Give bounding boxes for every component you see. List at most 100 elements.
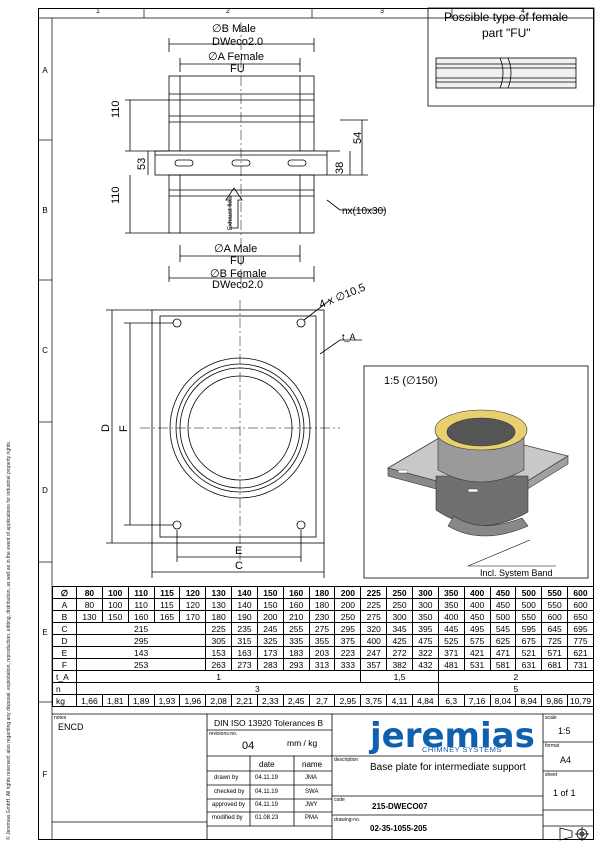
table-cell: 9,86 (541, 694, 569, 707)
table-cell: 6,3 (437, 694, 465, 707)
row-label: D (52, 634, 77, 647)
table-header-cell: 225 (360, 586, 388, 599)
row-letter-c: C (42, 346, 48, 355)
checked-name: SWA (305, 789, 319, 795)
table-cell: 140 (231, 598, 258, 611)
table-cell: 120 (179, 598, 207, 611)
dim-54: 54 (352, 131, 364, 144)
table-cell: 645 (541, 622, 569, 635)
e-dim-label: E (235, 545, 243, 557)
table-cell: 775 (567, 634, 594, 647)
table-cell: 1,66 (76, 694, 103, 707)
approved-date: 04.11.19 (255, 802, 278, 808)
table-cell: 725 (541, 634, 569, 647)
table-cell: 153 (205, 646, 233, 659)
row-label: C (52, 622, 77, 635)
row-label: t_A (52, 670, 77, 683)
description-value: Base plate for intermediate support (370, 762, 526, 773)
dim-110-top: 110 (110, 100, 122, 118)
code-label: code (334, 797, 345, 803)
table-header-cell: 300 (411, 586, 439, 599)
dim-53: 53 (136, 157, 148, 170)
f-dim-label: F (118, 425, 130, 432)
table-cell: 8,94 (515, 694, 543, 707)
table-cell: 581 (489, 658, 517, 671)
table-cell: 1,89 (127, 694, 155, 707)
table-cell: 450 (463, 610, 491, 623)
table-cell: 333 (334, 658, 362, 671)
table-header-cell: 400 (463, 586, 491, 599)
checked-label: checked by (214, 789, 245, 795)
table-cell: 400 (463, 598, 491, 611)
table-cell: 471 (489, 646, 517, 659)
dim-110-bottom: 110 (110, 186, 122, 204)
table-cell: 371 (437, 646, 465, 659)
b-female-label: ∅B Female (210, 268, 267, 280)
table-cell: 255 (282, 622, 310, 635)
modified-name: PMA (305, 815, 319, 821)
table-cell: 400 (437, 610, 465, 623)
table-cell: 500 (489, 610, 517, 623)
table-cell: 150 (256, 598, 284, 611)
dimension-table: ∅ 80 100 110 115 120 130 140 150 160 180… (52, 586, 595, 707)
table-cell: 300 (386, 610, 413, 623)
row-letter-d: D (42, 486, 48, 495)
table-cell: 315 (231, 634, 258, 647)
female-part-inset (427, 7, 595, 107)
plan-view (106, 299, 362, 578)
dweco-bottom-label: DWeco2.0 (212, 279, 264, 291)
table-cell: 160 (282, 598, 310, 611)
table-cell: 80 (76, 598, 103, 611)
table-cell: 500 (515, 598, 543, 611)
table-header-cell: 115 (153, 586, 181, 599)
row-label: A (52, 598, 77, 611)
code-value: 215-DWECO07 (372, 802, 428, 811)
merged-cell: 1,5 (360, 670, 439, 683)
table-cell: 283 (256, 658, 284, 671)
table-cell: 731 (567, 658, 594, 671)
description-label: description (334, 757, 359, 763)
table-cell: 293 (282, 658, 310, 671)
dim-38: 38 (334, 161, 346, 174)
table-cell: 531 (463, 658, 491, 671)
drawing-no-label: drawing-no. (334, 817, 361, 823)
table-cell: 595 (515, 622, 543, 635)
column-number-1: 1 (96, 8, 100, 15)
table-cell: 200 (256, 610, 284, 623)
table-cell: 575 (463, 634, 491, 647)
inset-title-line1: Possible type of female (444, 10, 569, 24)
table-cell: 325 (256, 634, 284, 647)
row-label: kg (52, 694, 77, 707)
table-cell: 545 (489, 622, 517, 635)
fu-bottom-label: FU (230, 255, 245, 267)
table-header-cell: 110 (127, 586, 155, 599)
table-cell: 600 (541, 610, 569, 623)
table-cell: 3,75 (360, 694, 388, 707)
table-cell: 10,79 (567, 694, 594, 707)
merged-cell: 2 (437, 670, 595, 683)
table-cell: 190 (231, 610, 258, 623)
jeremias-logo: jeremias (370, 716, 535, 756)
inset-title-line2: part "FU" (482, 26, 531, 40)
checked-date: 04.11.19 (255, 789, 278, 795)
table-cell: 4,84 (411, 694, 439, 707)
table-cell: 525 (437, 634, 465, 647)
table-cell: 550 (541, 598, 569, 611)
table-cell: 2,7 (308, 694, 336, 707)
table-cell: 305 (205, 634, 233, 647)
format-value: A4 (560, 755, 572, 765)
table-cell: 8,04 (489, 694, 517, 707)
table-cell: 263 (205, 658, 233, 671)
table-cell: 375 (334, 634, 362, 647)
units-value: mm / kg (287, 738, 318, 748)
table-cell: 1,96 (179, 694, 207, 707)
name-header: name (302, 760, 323, 769)
table-cell: 165 (153, 610, 181, 623)
drawn-date: 04.11.19 (255, 775, 278, 781)
table-cell: 571 (541, 646, 569, 659)
column-number-3: 3 (380, 8, 384, 15)
table-header-cell: ∅ (52, 586, 77, 599)
